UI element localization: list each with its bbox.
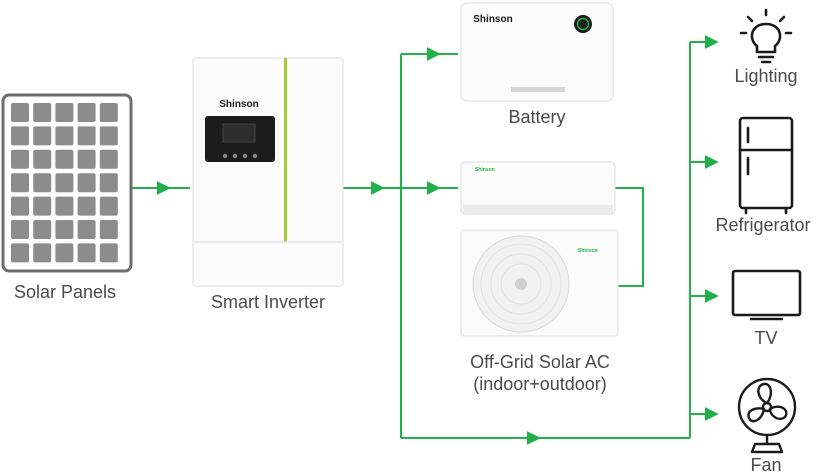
- solar-cell: [77, 196, 96, 216]
- solar-cell: [33, 149, 52, 169]
- solar-cell: [11, 220, 29, 239]
- solar-cell: [77, 173, 96, 193]
- solar-cell: [77, 149, 96, 169]
- solar-cell: [33, 103, 52, 122]
- battery-brand: Shinson: [473, 14, 512, 25]
- solar-cell: [55, 149, 74, 169]
- label-ac-line1: Off-Grid Solar AC: [470, 352, 610, 372]
- solar-cell: [55, 126, 74, 146]
- solar-cell: [99, 173, 118, 193]
- solar-cell: [99, 103, 118, 122]
- label-ac-line2: (indoor+outdoor): [473, 374, 607, 394]
- solar-cell: [33, 220, 52, 239]
- solar-cell: [11, 149, 29, 169]
- solar-cell: [77, 243, 96, 263]
- ac-indoor-outdoor-pipe: [615, 187, 644, 287]
- label-fan: Fan: [750, 455, 782, 475]
- solar-cell: [11, 196, 29, 216]
- solar-cell: [55, 243, 74, 263]
- ac-outdoor-brand: Shinson: [578, 248, 598, 254]
- solar-cell: [99, 126, 118, 146]
- inverter-icon: Shinson: [192, 57, 344, 287]
- solar-panel-icon: [1, 93, 133, 273]
- solar-cell: [99, 243, 118, 263]
- label-lighting: Lighting: [734, 66, 798, 86]
- solar-cell: [11, 103, 29, 122]
- solar-cell: [77, 103, 96, 122]
- solar-cell: [33, 173, 52, 193]
- solar-cell: [99, 149, 118, 169]
- inverter-brand: Shinson: [219, 99, 258, 110]
- refrigerator-icon: [738, 116, 794, 215]
- solar-cell: [33, 196, 52, 216]
- solar-cell: [55, 103, 74, 122]
- solar-cell: [11, 126, 29, 146]
- label-battery: Battery: [508, 107, 566, 127]
- label-smart-inverter: Smart Inverter: [210, 292, 326, 312]
- solar-cell: [99, 196, 118, 216]
- label-refrigerator: Refrigerator: [715, 215, 811, 235]
- solar-cell: [33, 126, 52, 146]
- connection-lines: [132, 35, 719, 445]
- solar-cell: [77, 126, 96, 146]
- solar-cell: [33, 243, 52, 263]
- label-tv: TV: [754, 328, 778, 348]
- solar-cell: [55, 220, 74, 239]
- fan-icon: [737, 377, 797, 454]
- solar-cell: [11, 243, 29, 263]
- solar-cell: [77, 220, 96, 239]
- solar-cell: [55, 196, 74, 216]
- tv-icon: [731, 269, 802, 321]
- solar-cell: [99, 220, 118, 239]
- battery-icon: Shinson: [460, 2, 614, 102]
- label-solar-panels: Solar Panels: [13, 282, 117, 302]
- air-conditioner-icon: Shinson Shinson: [460, 161, 619, 337]
- light-bulb-icon: [739, 8, 793, 64]
- solar-cell: [11, 173, 29, 193]
- solar-cell: [55, 173, 74, 193]
- ac-indoor-brand: Shinson: [475, 167, 495, 173]
